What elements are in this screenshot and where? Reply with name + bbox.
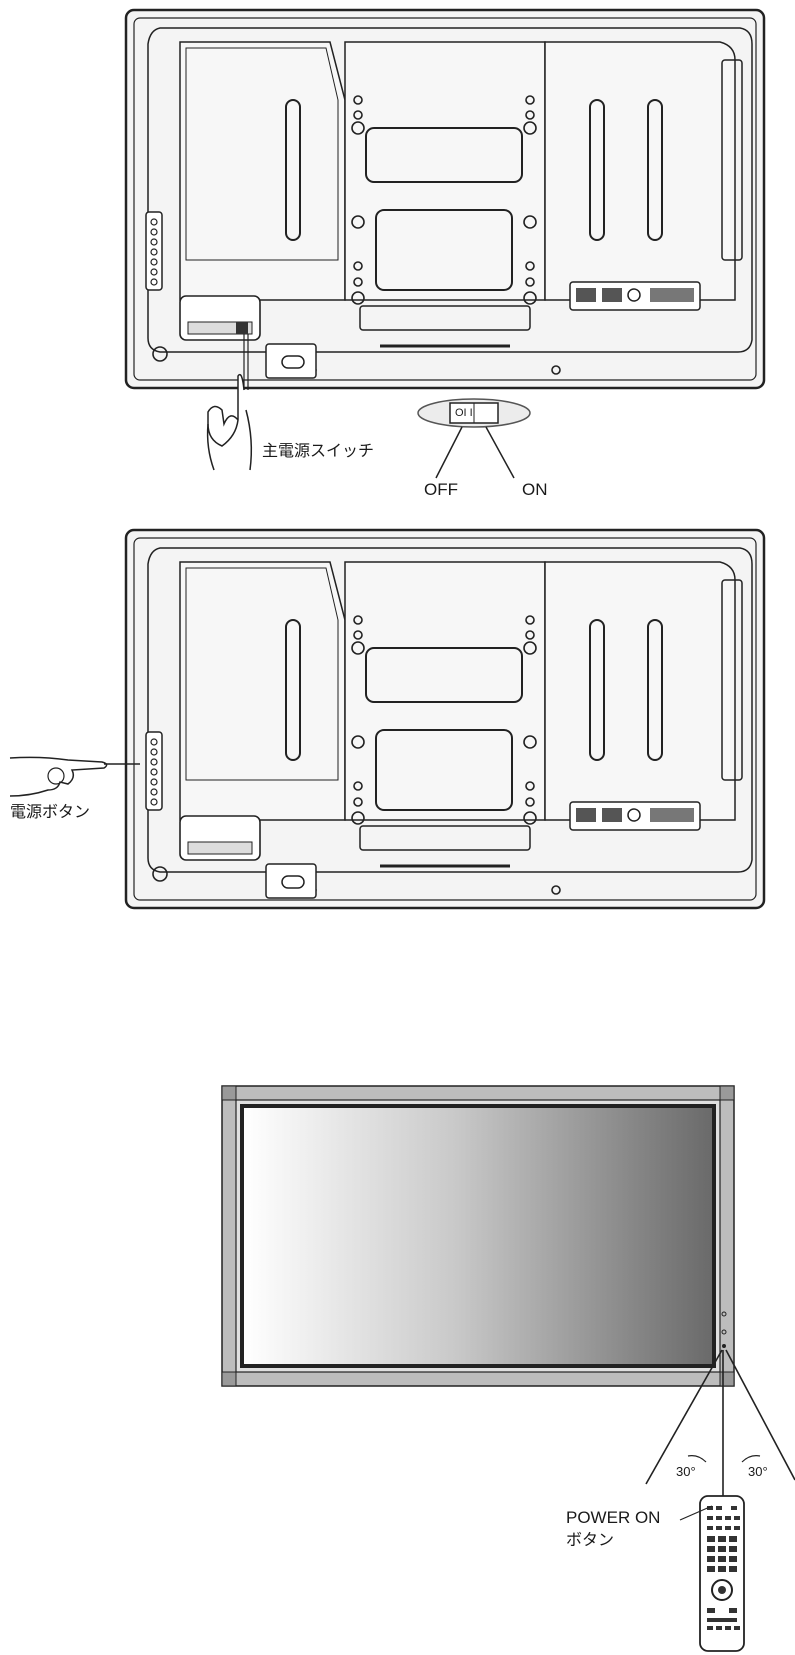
- front-view-figure: 30° 30° POWER ON ボタン: [0, 1060, 795, 1655]
- switch-off-label: OFF: [424, 480, 458, 499]
- rear-panel-figure-2: 電源ボタン: [0, 500, 795, 920]
- main-power-switch-label: 主電源スイッチ: [262, 441, 375, 460]
- rear-panel-drawing-2: [9, 528, 766, 910]
- angle-right-label: 30°: [748, 1464, 768, 1479]
- angle-left-label: 30°: [676, 1464, 696, 1479]
- switch-face-text: OI I: [455, 407, 473, 419]
- power-on-button-label-jp: ボタン: [566, 1530, 615, 1549]
- switch-on-label: ON: [522, 480, 548, 499]
- rear-panel-figure-1: OI I 主電源スイッチ OFF ON: [0, 0, 795, 500]
- front-view-drawing: [221, 1085, 795, 1652]
- rear-panel-drawing-1: [124, 8, 766, 479]
- power-on-button-label: POWER ON: [566, 1508, 661, 1527]
- power-button-label: 電源ボタン: [10, 802, 91, 821]
